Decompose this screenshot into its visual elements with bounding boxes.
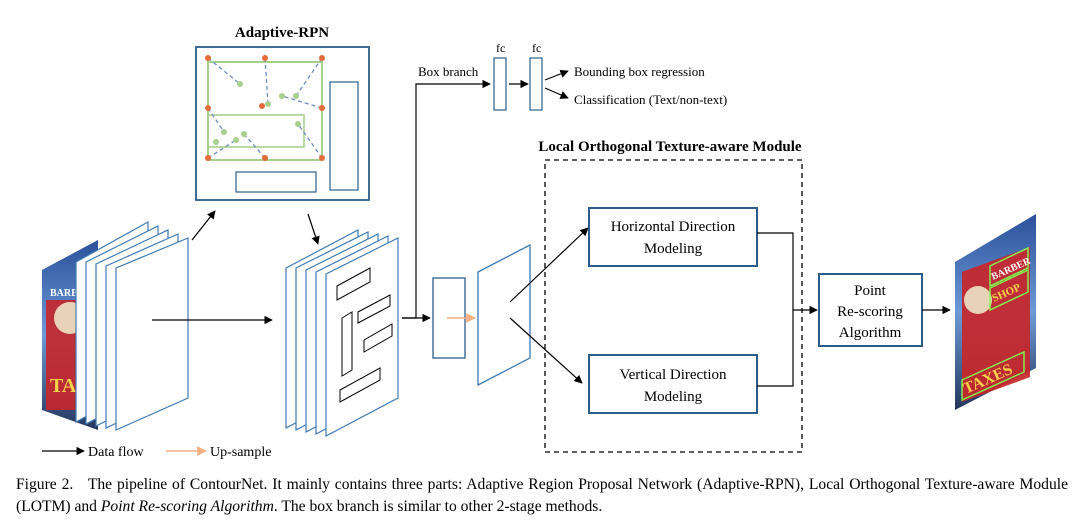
proposal-feature-stack xyxy=(285,229,399,437)
arrow-to-vertical xyxy=(509,317,583,384)
point-rescoring-box: Point Re-scoring Algorithm xyxy=(818,273,923,347)
fc2-layer xyxy=(529,57,543,111)
input-sign-text-top: BARBER xyxy=(50,288,92,299)
vertical-direction-box: Vertical Direction Modeling xyxy=(588,354,758,414)
fc1-label: fc xyxy=(496,41,505,55)
horizontal-direction-box: Horizontal Direction Modeling xyxy=(588,207,758,267)
proposal-boxes xyxy=(336,267,393,403)
pipeline-diagram: BARBER TAXES Adaptive-RPN xyxy=(42,25,1036,460)
horizontal-line1: Horizontal Direction xyxy=(611,219,736,235)
arrow-rpn-to-features xyxy=(307,213,320,245)
rescoring-line2: Re-scoring xyxy=(837,304,903,320)
box-branch-label: Box branch xyxy=(418,64,479,79)
merge-from-vertical xyxy=(757,310,794,387)
input-feature-stack xyxy=(75,220,189,431)
merge-from-horizontal xyxy=(757,232,794,310)
vertical-line1: Vertical Direction xyxy=(619,367,727,383)
arrow-to-horizontal xyxy=(509,227,589,303)
arrow-input-to-rpn xyxy=(191,210,216,241)
caption-text-end: . The box branch is similar to other 2-s… xyxy=(273,498,603,515)
legend-upsample-label: Up-sample xyxy=(210,445,271,460)
bbox-regression-label: Bounding box regression xyxy=(574,64,705,79)
adaptive-rpn-title: Adaptive-RPN xyxy=(235,25,329,41)
output-image: BARBER SHOP TAXES xyxy=(955,214,1036,410)
classification-label: Classification (Text/non-text) xyxy=(574,92,727,107)
rescoring-line3: Algorithm xyxy=(839,325,902,341)
horizontal-line2: Modeling xyxy=(644,241,703,257)
arrow-to-bbox-regression xyxy=(544,69,569,81)
upsampled-feature-map xyxy=(477,243,531,387)
fc2-label: fc xyxy=(532,41,541,55)
rescoring-line1: Point xyxy=(854,283,887,299)
caption-italic: Point Re-scoring Algorithm xyxy=(100,498,274,515)
figure-caption: Figure 2. The pipeline of ContourNet. It… xyxy=(16,474,1068,518)
lotm-title: Local Orthogonal Texture-aware Module xyxy=(538,139,802,155)
arrow-to-classification xyxy=(544,87,569,99)
caption-label: Figure 2. xyxy=(16,476,74,493)
caption-text: The pipeline of ContourNet. It mainly co… xyxy=(16,476,1068,515)
fc1-layer xyxy=(493,57,507,111)
legend: Data flow Up-sample xyxy=(42,445,271,460)
legend-dataflow-label: Data flow xyxy=(88,445,144,460)
adaptive-rpn-panel xyxy=(195,46,370,201)
vertical-line2: Modeling xyxy=(644,389,703,405)
lotm-dashed-box xyxy=(544,159,803,453)
